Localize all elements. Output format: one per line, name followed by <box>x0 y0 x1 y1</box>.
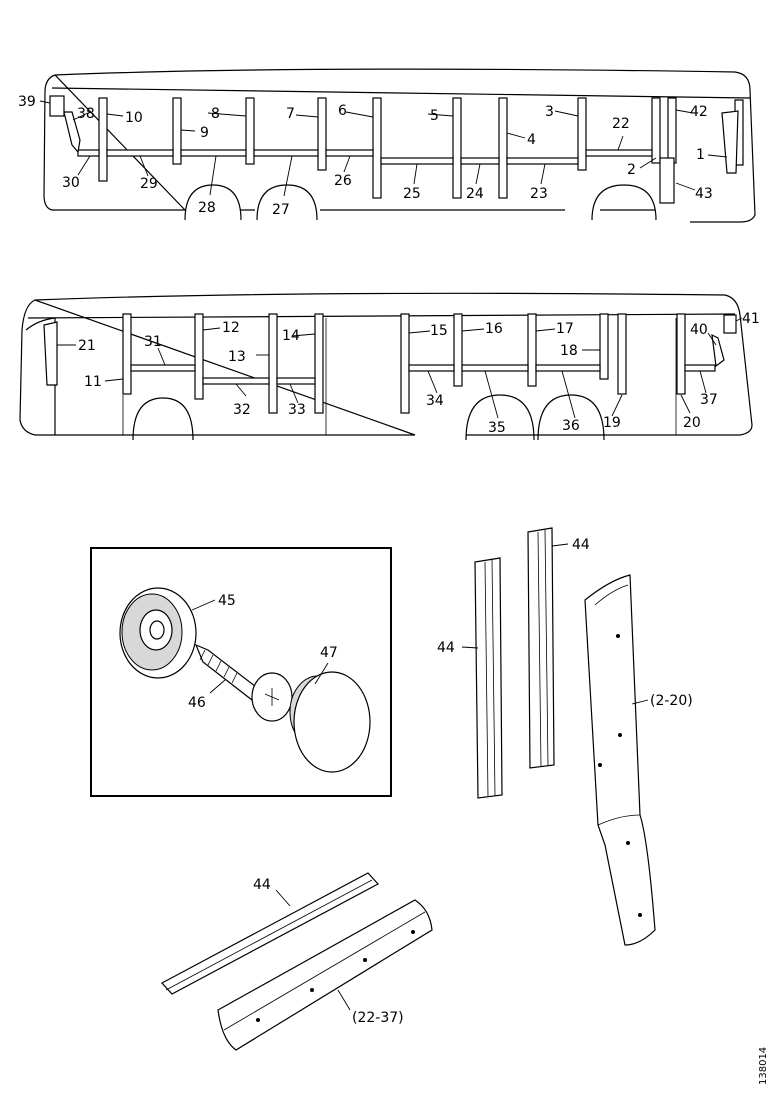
label-41: 41 <box>742 311 760 327</box>
label-range-22-37: (22-37) <box>352 1010 404 1026</box>
label-28: 28 <box>198 200 216 216</box>
pillar-cover-panel <box>584 574 656 946</box>
label-40: 40 <box>690 322 708 338</box>
label-36: 36 <box>562 418 580 434</box>
label-24: 24 <box>466 186 484 202</box>
label-37: 37 <box>700 392 718 408</box>
label-16: 16 <box>485 321 503 337</box>
profile-strip-vertical-b <box>527 527 569 769</box>
label-22: 22 <box>612 116 630 132</box>
label-1: 1 <box>696 147 705 163</box>
profile-strip-vertical-a <box>461 557 503 799</box>
label-3: 3 <box>545 104 554 120</box>
rail-cover-panel <box>217 899 433 1051</box>
label-39: 39 <box>18 94 36 110</box>
label-21: 21 <box>78 338 96 354</box>
label-2: 2 <box>627 162 636 178</box>
label-6: 6 <box>338 103 347 119</box>
label-27: 27 <box>272 202 290 218</box>
label-4: 4 <box>527 132 536 148</box>
cover-cap <box>289 671 371 773</box>
label-15: 15 <box>430 323 448 339</box>
label-10: 10 <box>125 110 143 126</box>
label-7: 7 <box>286 106 295 122</box>
fastener-detail-box <box>90 547 392 797</box>
label-9: 9 <box>200 125 209 141</box>
bus-side-view-upper <box>39 68 756 223</box>
label-26: 26 <box>334 173 352 189</box>
label-43: 43 <box>695 186 713 202</box>
profile-strip-horizontal <box>161 872 379 995</box>
label-8: 8 <box>211 106 220 122</box>
label-23: 23 <box>530 186 548 202</box>
label-25: 25 <box>403 186 421 202</box>
cup-washer <box>119 587 197 679</box>
label-32: 32 <box>233 402 251 418</box>
label-47: 47 <box>320 645 338 661</box>
figure-code: 138014 <box>758 1047 769 1085</box>
callout-labels: 39 38 10 8 9 7 6 5 4 3 42 22 2 1 43 30 2… <box>18 94 769 1085</box>
label-34: 34 <box>426 393 444 409</box>
label-19: 19 <box>603 415 621 431</box>
screw <box>194 643 293 722</box>
label-13: 13 <box>228 349 246 365</box>
label-30: 30 <box>62 175 80 191</box>
label-44-horizontal: 44 <box>253 877 271 893</box>
bus-side-view-lower <box>19 292 753 441</box>
label-11: 11 <box>84 374 102 390</box>
label-38: 38 <box>77 106 95 122</box>
label-46: 46 <box>188 695 206 711</box>
label-18: 18 <box>560 343 578 359</box>
label-5: 5 <box>430 108 439 124</box>
label-31: 31 <box>144 334 162 350</box>
label-12: 12 <box>222 320 240 336</box>
label-17: 17 <box>556 321 574 337</box>
label-44-vertical-b: 44 <box>572 537 590 553</box>
label-33: 33 <box>288 402 306 418</box>
label-44-vertical-a: 44 <box>437 640 455 656</box>
label-14: 14 <box>282 328 300 344</box>
label-range-2-20: (2-20) <box>650 693 693 709</box>
label-42: 42 <box>690 104 708 120</box>
label-35: 35 <box>488 420 506 436</box>
label-20: 20 <box>683 415 701 431</box>
label-29: 29 <box>140 176 158 192</box>
label-45: 45 <box>218 593 236 609</box>
